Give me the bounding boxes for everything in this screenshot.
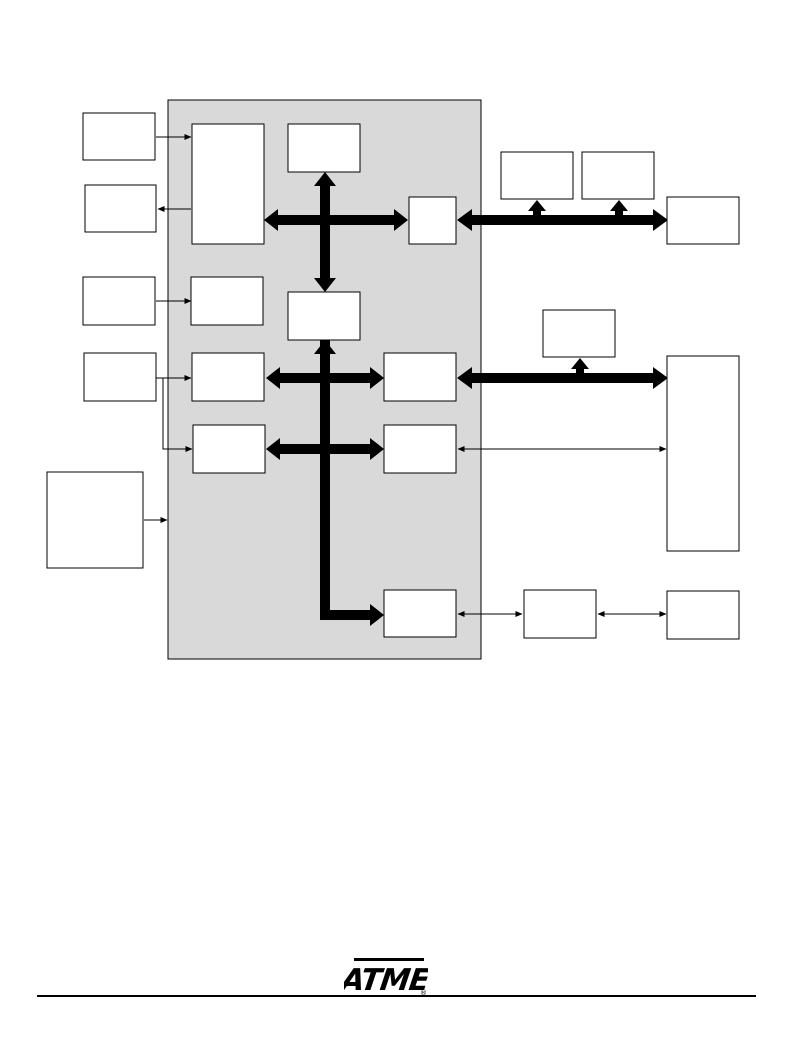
ext-bus-branch-2-arrow (610, 200, 628, 211)
bus-main-vertical (320, 340, 330, 620)
soc-box-left-row3 (191, 352, 265, 402)
bus-row3-arrow-left (266, 438, 280, 460)
ext-box-bottom-right (666, 590, 740, 640)
ext-box-right-tall (666, 355, 740, 552)
bus-bottom-arrow-right (370, 604, 384, 626)
ext-bus-row2 (470, 373, 654, 383)
soc-box-left-row4 (192, 424, 266, 474)
ext-bus-row2-arrow-left (457, 367, 472, 389)
bus-arrows (264, 172, 668, 626)
ext-box-top-2 (581, 151, 655, 200)
bus-row2-horizontal (278, 373, 372, 383)
bus-row3-horizontal (278, 444, 372, 454)
ext-box-left-1 (82, 112, 156, 161)
bus-up-arrowhead-top (314, 172, 336, 186)
soc-box-left-row2 (190, 276, 264, 326)
soc-box-small-right (408, 196, 457, 245)
bus-row1-arrow-left (264, 209, 278, 231)
soc-box-top-center (287, 123, 361, 173)
bus-up-arrowhead-mid (314, 340, 336, 354)
footer-rule (37, 995, 756, 997)
ext-box-right-1 (666, 196, 740, 245)
bus-bottom-horizontal (320, 610, 372, 620)
ext-bus-branch-1-stem (533, 210, 541, 216)
ext-box-left-3 (82, 276, 156, 326)
line-ext4-to-block-b (158, 377, 193, 452)
bus-row1-horizontal (276, 215, 396, 225)
atmel-logo: ATMEL ® (344, 958, 428, 996)
bus-upper-vertical (320, 184, 330, 280)
logo-bar-top (354, 958, 424, 961)
bus-down-arrowhead-mid (314, 278, 336, 292)
ext-bus-row1 (470, 215, 654, 225)
ext-box-left-large (46, 471, 144, 569)
ext-bus-branch-3-stem (576, 368, 584, 374)
soc-box-bottom-right (383, 589, 457, 638)
ext-bus-row2-arrow-right (653, 367, 668, 389)
ext-bus-row1-arrow-left (457, 209, 472, 231)
diagram-boxes (46, 112, 740, 640)
ext-box-top-1 (500, 151, 574, 200)
ext-box-left-2 (84, 184, 157, 233)
soc-box-tall-left (191, 123, 265, 245)
bus-row1-arrow-right (394, 209, 408, 231)
logo-registered-mark: ® (420, 989, 427, 996)
soc-box-right-row3 (383, 352, 457, 402)
bus-row3-arrow-right (370, 438, 384, 460)
soc-box-right-row4 (383, 424, 457, 474)
bus-row2-arrow-right (370, 367, 384, 389)
soc-box-center (287, 291, 361, 341)
ext-bus-branch-1-arrow (528, 200, 546, 211)
logo-wordmark: ATMEL (344, 963, 428, 996)
signal-lines (144, 134, 667, 617)
ext-bus-branch-2-stem (615, 210, 623, 216)
bus-row2-arrow-left (266, 367, 280, 389)
ext-bus-branch-3-arrow (571, 358, 589, 369)
ext-bus-row1-arrow-right (653, 209, 668, 231)
ext-box-top-3 (542, 309, 616, 358)
ext-box-left-4 (83, 352, 157, 402)
ext-box-bottom-mid (523, 589, 597, 639)
